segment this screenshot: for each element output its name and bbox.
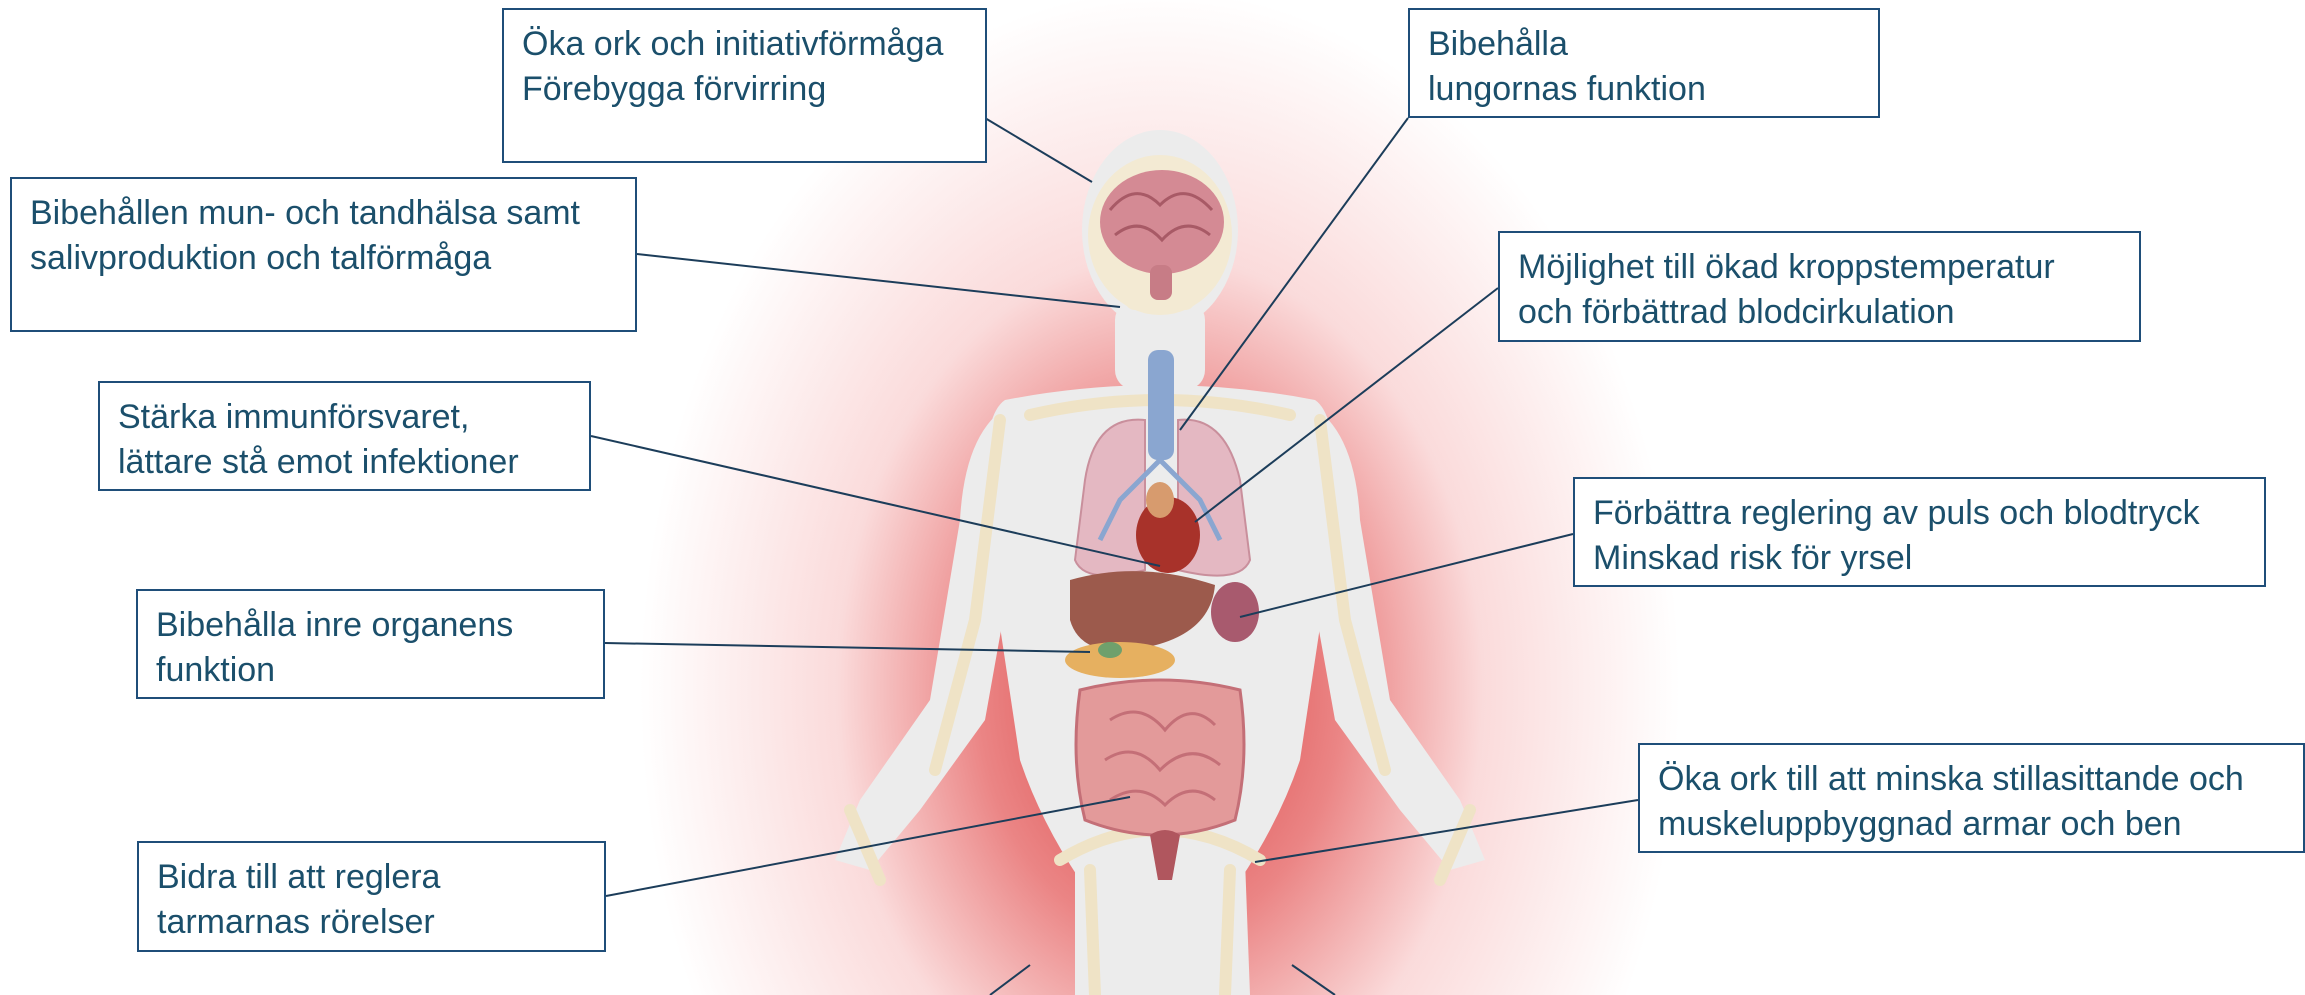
label-organs: Bibehålla inre organens funktion [136, 589, 605, 699]
label-line: Bibehållen mun- och tandhälsa samt [30, 191, 617, 236]
label-line: muskeluppbyggnad armar och ben [1658, 802, 2285, 847]
label-temperature: Möjlighet till ökad kroppstemperatur och… [1498, 231, 2141, 342]
label-muscles: Öka ork till att minska stillasittande o… [1638, 743, 2305, 853]
label-line: och förbättrad blodcirkulation [1518, 290, 2121, 335]
label-line: Bibehålla [1428, 22, 1860, 67]
label-line: lungornas funktion [1428, 67, 1860, 112]
connector-immune [591, 436, 1160, 566]
connector-temperature [1195, 288, 1498, 522]
label-line: Förbättra reglering av puls och blodtryc… [1593, 491, 2246, 536]
connector-mouth [637, 254, 1120, 307]
connector-muscles [1255, 800, 1638, 862]
label-line: Bibehålla inre organens [156, 603, 585, 648]
label-line: Öka ork till att minska stillasittande o… [1658, 757, 2285, 802]
connector-organs [605, 643, 1090, 652]
connector-pulse [1240, 534, 1573, 617]
connector-brain [985, 118, 1092, 182]
label-line: tarmarnas rörelser [157, 900, 586, 945]
label-line: Minskad risk för yrsel [1593, 536, 2246, 581]
label-mouth: Bibehållen mun- och tandhälsa samt saliv… [10, 177, 637, 332]
connector-leg-right [1292, 965, 1335, 995]
label-line: salivproduktion och talförmåga [30, 236, 617, 281]
label-immune: Stärka immunförsvaret, lättare stå emot … [98, 381, 591, 491]
label-line: Stärka immunförsvaret, [118, 395, 571, 440]
label-line: Möjlighet till ökad kroppstemperatur [1518, 245, 2121, 290]
label-brain: Öka ork och initiativförmåga Förebygga f… [502, 8, 987, 163]
label-line: funktion [156, 648, 585, 693]
label-line: Förebygga förvirring [522, 67, 967, 112]
label-pulse: Förbättra reglering av puls och blodtryc… [1573, 477, 2266, 587]
label-line: Öka ork och initiativförmåga [522, 22, 967, 67]
label-bowel: Bidra till att reglera tarmarnas rörelse… [137, 841, 606, 952]
label-line: Bidra till att reglera [157, 855, 586, 900]
connector-bowel [606, 797, 1130, 896]
connector-leg-left [990, 965, 1030, 995]
label-lungs: Bibehålla lungornas funktion [1408, 8, 1880, 118]
label-line: lättare stå emot infektioner [118, 440, 571, 485]
